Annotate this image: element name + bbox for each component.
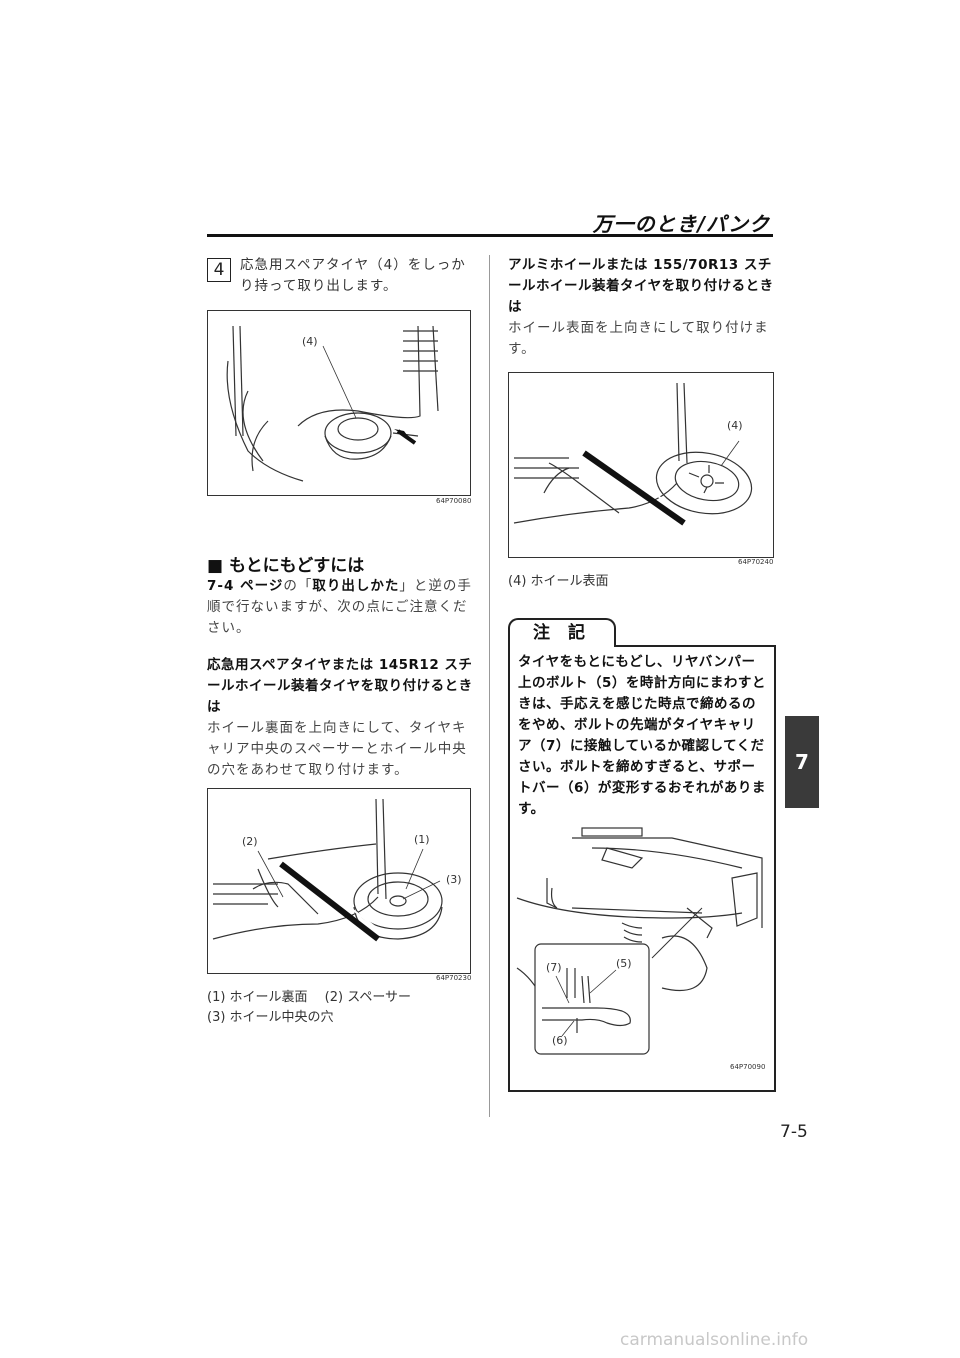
figure-label: (4) xyxy=(302,335,318,348)
column-divider xyxy=(489,255,490,1117)
figure-label: (4) xyxy=(727,419,743,432)
chapter-tab[interactable]: 7 xyxy=(785,716,819,808)
figure-spacer-install: (2) (1) (3) xyxy=(207,788,471,974)
figure-label: (7) xyxy=(546,961,562,974)
section-heading: ■ もとにもどすには xyxy=(207,556,365,576)
page-number: 7-5 xyxy=(780,1122,808,1142)
figure-bolt-detail: (7) (5) (6) xyxy=(512,818,768,1076)
figure-code: 64P70090 xyxy=(730,1063,766,1071)
figure-code: 64P70230 xyxy=(436,974,472,982)
section-intro: 7-4 ページの「取り出しかた」と逆の手順で行ないますが、次の点にご注意ください… xyxy=(207,578,472,636)
note-box xyxy=(508,645,776,1092)
page-reference[interactable]: 7-4 ページ xyxy=(207,578,284,594)
figure-code: 64P70240 xyxy=(738,558,774,566)
subsection-heading-145r12: 応急用スペアタイヤまたは 145R12 スチールホイール装着タイヤを取り付けると… xyxy=(207,657,473,715)
header-rule xyxy=(207,234,773,237)
note-title: 注 記 xyxy=(508,618,616,647)
figure-label: (1) xyxy=(414,833,430,846)
figure-label: (6) xyxy=(552,1034,568,1047)
page-header-title: 万一のとき/パンク xyxy=(592,212,770,236)
figure-label: (2) xyxy=(242,835,258,848)
note-text: タイヤをもとにもどし、リヤバンパー上のボルト（5）を時計方向にまわすときは、手応… xyxy=(518,654,766,817)
step-number: 4 xyxy=(207,258,231,282)
subsection-text-145r12: ホイール裏面を上向きにして、タイヤキャリア中央のスペーサーとホイール中央の穴をあ… xyxy=(207,720,467,778)
figure-label: (5) xyxy=(616,957,632,970)
subsection-text-155-70r13: ホイール表面を上向きにして取り付けます。 xyxy=(508,320,769,357)
figure-caption: (4) ホイール表面 xyxy=(508,574,609,589)
figure-code: 64P70080 xyxy=(436,497,472,505)
figure-alloy-install: (4) xyxy=(508,372,774,558)
figure-caption: (3) ホイール中央の穴 xyxy=(207,1010,334,1025)
figure-spare-removal: (4) xyxy=(207,310,471,496)
figure-caption: (1) ホイール裏面 (2) スペーサー xyxy=(207,990,412,1005)
subsection-heading-155-70r13: アルミホイールまたは 155/70R13 スチールホイール装着タイヤを取り付ける… xyxy=(508,257,774,315)
figure-label: (3) xyxy=(446,873,462,886)
reference-title: 取り出しかた xyxy=(312,578,400,594)
step-text: 応急用スペアタイヤ（4）をしっかり持って取り出します。 xyxy=(240,257,466,294)
watermark: carmanualsonline.info xyxy=(620,1330,809,1350)
